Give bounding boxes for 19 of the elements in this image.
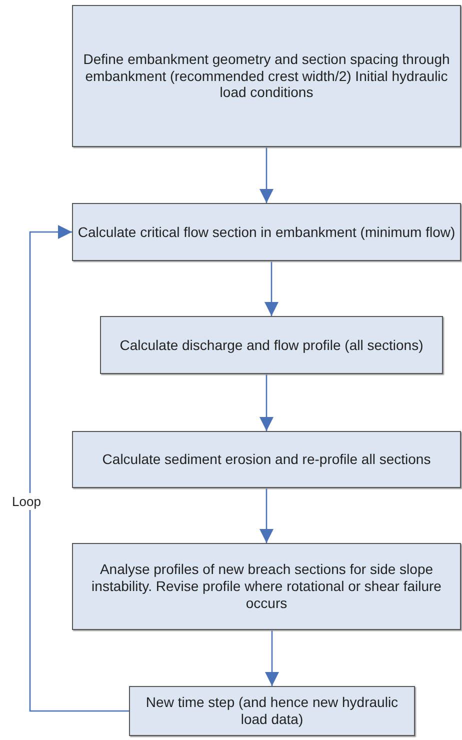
arrow — [260, 374, 274, 431]
process-box — [129, 686, 415, 736]
process-box — [72, 543, 461, 630]
edge-label: Loop — [12, 492, 41, 510]
arrow — [264, 261, 278, 316]
process-box — [72, 203, 461, 261]
process-box — [72, 431, 461, 488]
box-text: Calculate discharge and flow profile (all sections) — [120, 336, 424, 354]
box-text: New time step (and hence new hydraulic load data) — [144, 694, 400, 728]
box-text: Calculate sediment erosion and re-profile all sections — [102, 451, 431, 468]
arrow — [260, 147, 274, 203]
box-text: Analyse profiles of new breach sections for side slope instability. Revise profile where rotational or shear failure occurs — [90, 561, 442, 612]
process-box — [72, 5, 461, 147]
box-text: Calculate critical flow section in embankment (minimum flow) — [78, 224, 456, 240]
arrow — [29, 225, 129, 712]
box-text: Define embankment geometry and section spacing through embankment (recommended crest width/2) Initial hydraulic load conditions — [82, 50, 451, 102]
arrow — [260, 488, 274, 543]
arrow — [265, 630, 279, 686]
process-box — [100, 316, 443, 374]
